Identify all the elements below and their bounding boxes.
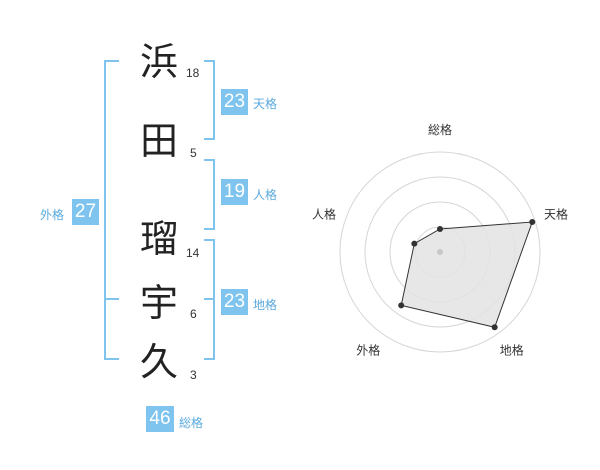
chikaku-label: 地格 (253, 298, 278, 312)
name-char-4: 宇 (140, 281, 179, 325)
radar-point-2 (529, 219, 536, 226)
radar-axis-label-4: 外格 (356, 343, 380, 358)
name-char-1: 浜 (140, 40, 179, 84)
soukaku-label: 総格 (179, 416, 204, 430)
stroke-count-3: 14 (186, 246, 200, 260)
tenkaku-value: 23 (221, 89, 248, 115)
tenkaku-label: 天格 (253, 97, 278, 111)
radar-point-4 (398, 302, 405, 309)
stroke-count-5: 3 (190, 368, 197, 382)
jinkaku-label: 人格 (253, 188, 278, 202)
stroke-count-4: 6 (190, 307, 197, 321)
gaikaku-bracket (104, 60, 119, 360)
stroke-count-1: 18 (186, 66, 200, 80)
jinkaku-bracket (204, 159, 215, 230)
radar-point-5 (411, 240, 418, 247)
radar-point-3 (491, 324, 498, 331)
name-char-3: 瑠 (140, 217, 179, 261)
radar-center (437, 249, 443, 255)
radar-axis-label-5: 人格 (312, 206, 336, 221)
radar-axis-label-2: 天格 (544, 206, 568, 221)
radar-axis-label-3: 地格 (500, 343, 524, 358)
soukaku-value: 46 (146, 406, 174, 432)
name-char-5: 久 (140, 340, 179, 384)
gaikaku-label: 外格 (40, 208, 65, 222)
radar-axis-label-1: 総格 (428, 122, 452, 137)
chikaku-value: 23 (221, 289, 248, 315)
radar-area (400, 221, 533, 328)
gaikaku-value: 27 (72, 199, 99, 225)
radar-ring-4 (339, 151, 541, 353)
radar-point-1 (437, 226, 443, 232)
jinkaku-value: 19 (221, 179, 248, 205)
tenkaku-bracket (204, 60, 215, 140)
brackets (104, 60, 215, 360)
name-char-2: 田 (140, 119, 179, 163)
stroke-count-2: 5 (190, 146, 197, 160)
